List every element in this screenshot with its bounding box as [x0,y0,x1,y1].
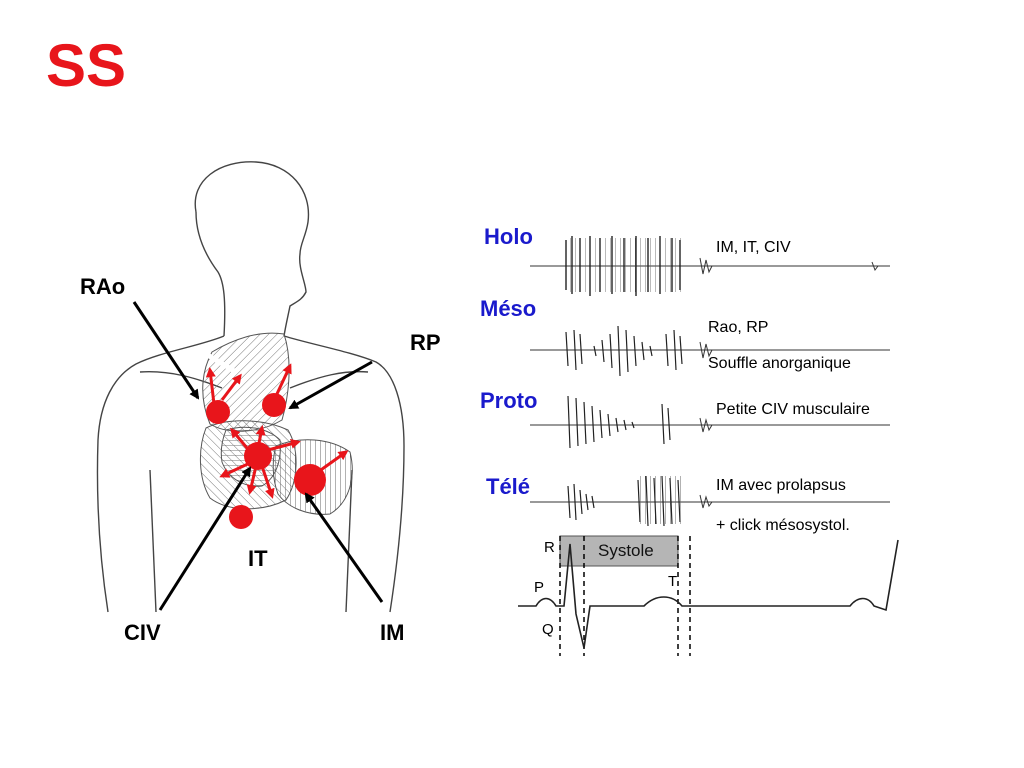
tele-murmur-trace [567,475,684,527]
label-rao: RAo [80,274,126,299]
slide-title: SS [46,32,127,99]
pointer-arrows [132,301,384,611]
focus-rp-dot [262,393,286,417]
label-it: IT [248,546,268,571]
type-label-proto: Proto [480,388,538,413]
desc-tele-line2: + click mésosystol. [716,517,850,534]
auscultation-foci [205,363,349,529]
ecg-diagram [518,535,899,656]
phono-traces [530,257,890,509]
type-label-holo: Holo [484,224,533,249]
arrow-rp [288,360,373,410]
ecg-q-label: Q [542,621,554,638]
proto-murmur-trace [567,395,671,449]
arrow-civ [158,466,252,611]
desc-holo-line1: IM, IT, CIV [716,239,791,256]
ecg-t-label: T [668,573,678,590]
meso-murmur-trace [565,325,683,377]
ecg-r-label: R [544,539,555,556]
desc-tele-line1: IM avec prolapsus [716,477,846,494]
focus-civ-dot [244,442,272,470]
ecg-p-label: P [534,579,545,596]
label-rp: RP [410,330,441,355]
focus-im-dot [294,464,326,496]
desc-meso-line2: Souffle anorganique [708,355,851,372]
type-label-tele: Télé [486,474,531,499]
type-label-meso: Méso [480,296,537,321]
label-civ: CIV [124,620,161,645]
focus-it-dot [229,505,253,529]
ecg-systole-label: Systole [598,541,654,560]
label-im: IM [380,620,405,645]
desc-proto-line1: Petite CIV musculaire [716,401,870,418]
focus-rao-dot [206,400,230,424]
holo-murmur-trace [565,236,682,296]
torso-outline [96,161,405,613]
desc-meso-line1: Rao, RP [708,319,769,336]
arrow-im [304,492,384,603]
arrow-rao [132,301,200,400]
